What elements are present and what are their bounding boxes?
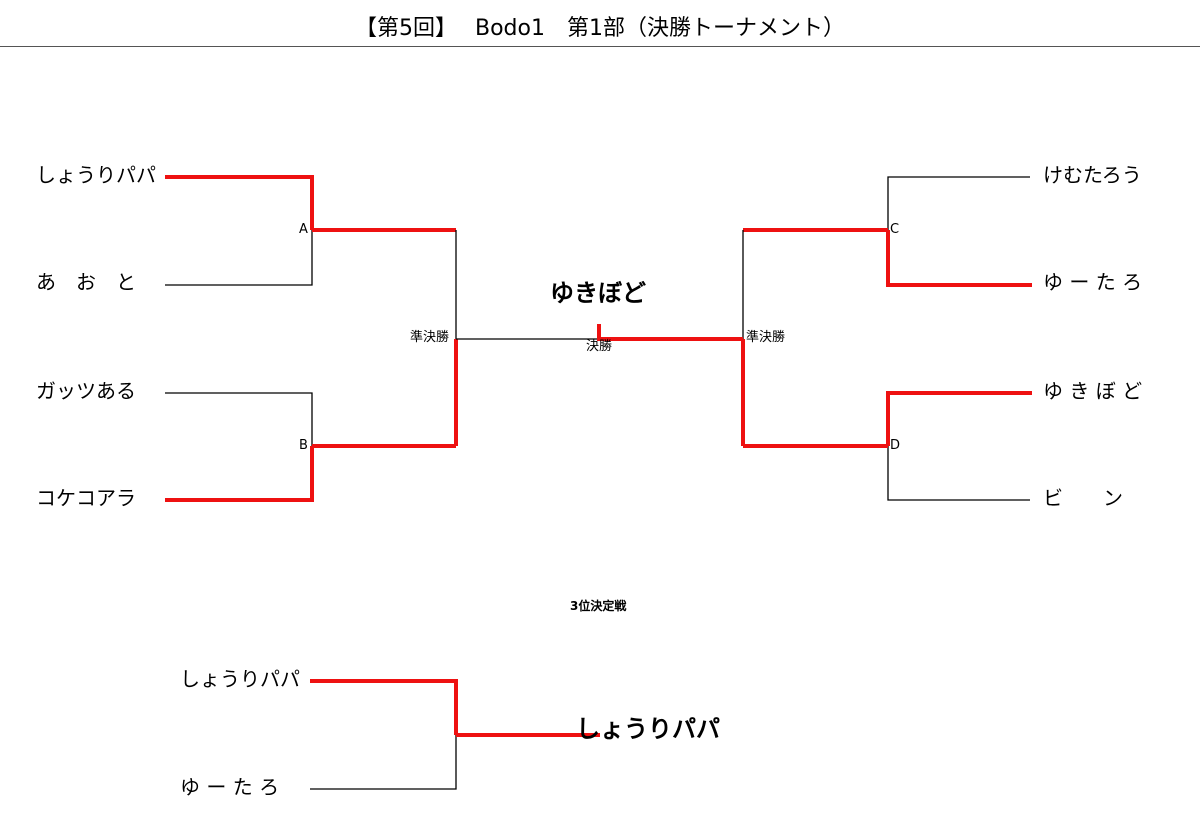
title-divider bbox=[0, 46, 1200, 47]
line-semi-right-to-final-winner bbox=[597, 324, 743, 341]
left-player-4: コケコアラ bbox=[36, 486, 136, 510]
left-player-3: ガッツある bbox=[36, 379, 136, 403]
match-label-d: D bbox=[890, 438, 901, 453]
page-title: 【第5回】 Bodo1 第1部（決勝トーナメント） bbox=[355, 16, 845, 41]
line-d-bottom-loser bbox=[887, 446, 1030, 501]
match-label-semi-left: 準決勝 bbox=[410, 330, 450, 345]
match-label-a: A bbox=[299, 222, 308, 237]
line-third-bottom-loser bbox=[310, 735, 457, 790]
third-place-player-2: ゆ ー た ろ bbox=[180, 775, 280, 799]
right-player-4: ビ ン bbox=[1043, 486, 1123, 510]
right-player-2: ゆ ー た ろ bbox=[1043, 270, 1143, 294]
line-a-bottom-loser bbox=[165, 230, 313, 286]
right-player-3: ゆ き ぼ ど bbox=[1043, 379, 1143, 403]
line-d-top-winner bbox=[886, 391, 1032, 446]
line-third-top-winner bbox=[310, 679, 458, 735]
left-player-2: あ お と bbox=[36, 270, 136, 294]
third-place-title: 3位決定戦 bbox=[570, 599, 627, 613]
right-player-1: けむたろう bbox=[1043, 163, 1142, 187]
third-place-winner: しょうりパパ bbox=[576, 715, 720, 743]
champion-name: ゆきぼど bbox=[550, 279, 646, 307]
line-a-top-winner bbox=[165, 175, 314, 230]
line-b-top-loser bbox=[165, 392, 313, 446]
match-label-b: B bbox=[299, 438, 308, 453]
left-player-1: しょうりパパ bbox=[36, 163, 156, 187]
match-label-final: 決勝 bbox=[586, 339, 613, 354]
match-label-c: C bbox=[890, 222, 900, 237]
match-label-semi-right: 準決勝 bbox=[746, 330, 786, 345]
line-b-bottom-winner bbox=[165, 446, 314, 502]
third-place-player-1: しょうりパパ bbox=[180, 667, 300, 691]
line-c-bottom-winner bbox=[886, 230, 1032, 287]
line-c-top-loser bbox=[887, 176, 1030, 230]
